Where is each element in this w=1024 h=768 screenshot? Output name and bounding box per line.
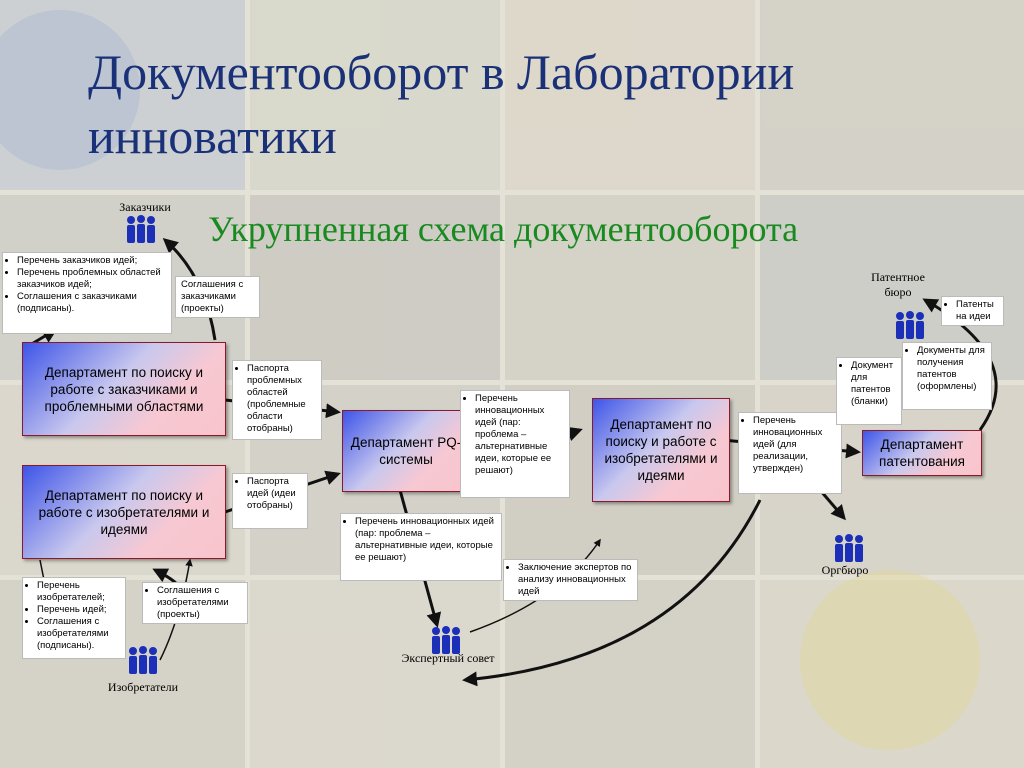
pq-department-box: Департамент PQ-системы [342,410,470,492]
inventors-label: Изобретатели [107,680,179,694]
note-item: Соглашения с заказчиками (подписаны). [17,291,167,315]
note-item: Патенты на идеи [956,299,999,323]
innovation-pairs-note: Перечень инновационных идей (пар: пробле… [340,513,502,581]
innovation-list-note: Перечень инновационных идей (пар: пробле… [460,390,570,498]
customers-department-box: Департамент по поиску и работе с заказчи… [22,342,226,436]
note-item: Соглашения с изобретателями (проекты) [157,585,243,621]
patent-blank-docs-note: Документ для патентов (бланки) [836,357,902,425]
note-item: Перечень идей; [37,604,121,616]
note-item: Перечень заказчиков идей; [17,255,167,267]
people-group-icon [127,215,155,243]
org-bureau-label: Оргбюро [821,563,869,577]
inventor-docs-note: Перечень изобретателей; Перечень идей; С… [22,577,126,659]
expert-council-label: Экспертный совет [401,651,495,665]
patent-formal-docs-note: Документы для получения патентов (оформл… [902,342,992,410]
note-item: Перечень изобретателей; [37,580,121,604]
note-item: Перечень инновационных идей (пар: пробле… [355,516,497,564]
note-item: Документы для получения патентов (оформл… [917,345,987,393]
people-group-icon [432,626,460,654]
patent-bureau-label: Патентное бюро [871,270,925,299]
people-group-icon [835,534,863,562]
page-title: Документооборот в Лаборатории инноватики [88,44,795,164]
innovation-approved-note: Перечень инновационных идей (для реализа… [738,412,842,494]
note-item: Паспорта идей (идеи отобраны) [247,476,303,512]
note-item: Перечень инновационных идей (для реализа… [753,415,837,475]
patents-note: Патенты на идеи [941,296,1004,326]
ideas-department-box: Департамент по поиску и работе с изобрет… [592,398,730,502]
note-item: Перечень инновационных идей (пар: пробле… [475,393,565,477]
note-item: Паспорта проблемных областей (проблемные… [247,363,317,435]
diagram-subtitle: Укрупненная схема документооборота [208,209,799,249]
note-item: Заключение экспертов по анализу инноваци… [518,562,633,598]
inventor-agreements-note: Соглашения с изобретателями (проекты) [142,582,248,624]
expert-conclusion-note: Заключение экспертов по анализу инноваци… [503,559,638,601]
customer-docs-note: Перечень заказчиков идей; Перечень пробл… [2,252,172,334]
patent-department-box: Департамент патентования [862,430,982,476]
problem-passports-note: Паспорта проблемных областей (проблемные… [232,360,322,440]
customers-label: Заказчики [119,200,171,214]
idea-passports-note: Паспорта идей (идеи отобраны) [232,473,308,529]
people-group-icon [896,311,924,339]
note-item: Перечень проблемных областей заказчиков … [17,267,167,291]
note-item: Документ для патентов (бланки) [851,360,897,408]
people-group-icon [129,646,157,674]
note-item: Соглашения с изобретателями (подписаны). [37,616,121,652]
inventors-department-box: Департамент по поиску и работе с изобрет… [22,465,226,559]
customer-agreements-note: Соглашения с заказчиками (проекты) [175,276,260,318]
